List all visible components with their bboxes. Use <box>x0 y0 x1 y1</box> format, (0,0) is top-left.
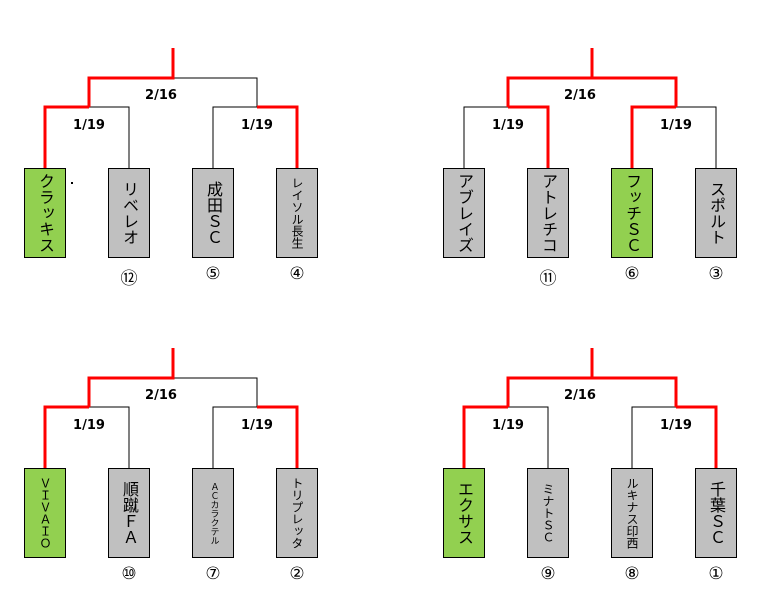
team-box: ミナトＳＣ <box>527 468 569 558</box>
team-box: ＶＩＶＡＩＯ <box>24 468 66 558</box>
team-name: クラッキス <box>36 173 55 253</box>
final-right-winner-path <box>592 376 678 407</box>
team-box: ＡＣカラクテル <box>192 468 234 558</box>
team-name: フッチＳＣ <box>623 173 642 253</box>
team-box: トリプレッタ <box>276 468 318 558</box>
right-semi-connector <box>631 106 717 168</box>
team-name: トリプレッタ <box>290 477 304 549</box>
team-box: スポルト <box>695 168 737 258</box>
final-date-label: 2/16 <box>564 88 596 103</box>
left-winner-path <box>43 405 89 468</box>
final-left-winner-path <box>87 348 175 407</box>
seed-number: ⑦ <box>205 564 221 584</box>
final-date-label: 2/16 <box>145 88 177 103</box>
team-name: ミナトＳＣ <box>541 483 555 543</box>
right-semi-date-label: 1/19 <box>660 118 692 133</box>
team-name: 順蹴ＦＡ <box>120 481 139 545</box>
right-winner-path <box>257 105 299 168</box>
team-name: ルキナス印西 <box>625 477 639 549</box>
stray-dot <box>71 182 73 184</box>
seed-number: ⑩ <box>121 564 137 584</box>
team-name: アブレイズ <box>455 173 474 253</box>
left-semi-date-label: 1/19 <box>73 418 105 433</box>
team-name: ＡＣカラクテル <box>208 481 219 545</box>
left-semi-connector <box>463 406 549 468</box>
team-box: 成田ＳＣ <box>192 168 234 258</box>
team-name: スポルト <box>707 181 726 245</box>
left-winner-path <box>43 105 89 168</box>
team-name: エクサス <box>455 481 474 545</box>
final-date-label: 2/16 <box>145 388 177 403</box>
team-box: リベレオ <box>108 168 150 258</box>
team-name: アトレチコ <box>539 173 558 253</box>
left-semi-connector <box>463 106 549 168</box>
team-name: レイソル長生 <box>290 177 304 249</box>
final-left-winner-path <box>87 48 175 107</box>
right-winner-path <box>676 405 718 468</box>
right-semi-date-label: 1/19 <box>660 418 692 433</box>
left-semi-connector <box>44 406 130 468</box>
right-semi-date-label: 1/19 <box>241 118 273 133</box>
seed-number: ⑧ <box>624 564 640 584</box>
left-semi-connector <box>44 106 130 168</box>
final-left-winner-path <box>506 48 594 107</box>
team-name: リベレオ <box>120 181 139 245</box>
seed-number: ⑤ <box>205 264 221 284</box>
seed-number: ⑫ <box>120 269 138 289</box>
team-box: レイソル長生 <box>276 168 318 258</box>
right-semi-date-label: 1/19 <box>241 418 273 433</box>
right-winner-path <box>630 105 676 168</box>
team-box: アトレチコ <box>527 168 569 258</box>
left-semi-date-label: 1/19 <box>492 418 524 433</box>
seed-number: ④ <box>289 264 305 284</box>
team-box: アブレイズ <box>443 168 485 258</box>
team-box: エクサス <box>443 468 485 558</box>
right-winner-path <box>257 405 299 468</box>
right-semi-connector <box>212 406 298 468</box>
seed-number: ② <box>289 564 305 584</box>
final-date-label: 2/16 <box>564 388 596 403</box>
team-box: フッチＳＣ <box>611 168 653 258</box>
left-winner-path <box>508 105 550 168</box>
team-box: ルキナス印西 <box>611 468 653 558</box>
right-semi-connector <box>212 106 298 168</box>
team-name: 千葉ＳＣ <box>707 481 726 545</box>
left-semi-date-label: 1/19 <box>492 118 524 133</box>
team-name: 成田ＳＣ <box>204 181 223 245</box>
team-box: クラッキス <box>24 168 66 258</box>
seed-number: ⑪ <box>539 269 557 289</box>
seed-number: ⑥ <box>624 264 640 284</box>
team-box: 順蹴ＦＡ <box>108 468 150 558</box>
team-name: ＶＩＶＡＩＯ <box>38 477 52 549</box>
final-left-winner-path <box>506 348 594 407</box>
seed-number: ⑨ <box>540 564 556 584</box>
team-box: 千葉ＳＣ <box>695 468 737 558</box>
left-winner-path <box>462 405 508 468</box>
right-semi-connector <box>631 406 717 468</box>
final-right-winner-path <box>592 76 678 107</box>
seed-number: ③ <box>708 264 724 284</box>
left-semi-date-label: 1/19 <box>73 118 105 133</box>
seed-number: ① <box>708 564 724 584</box>
